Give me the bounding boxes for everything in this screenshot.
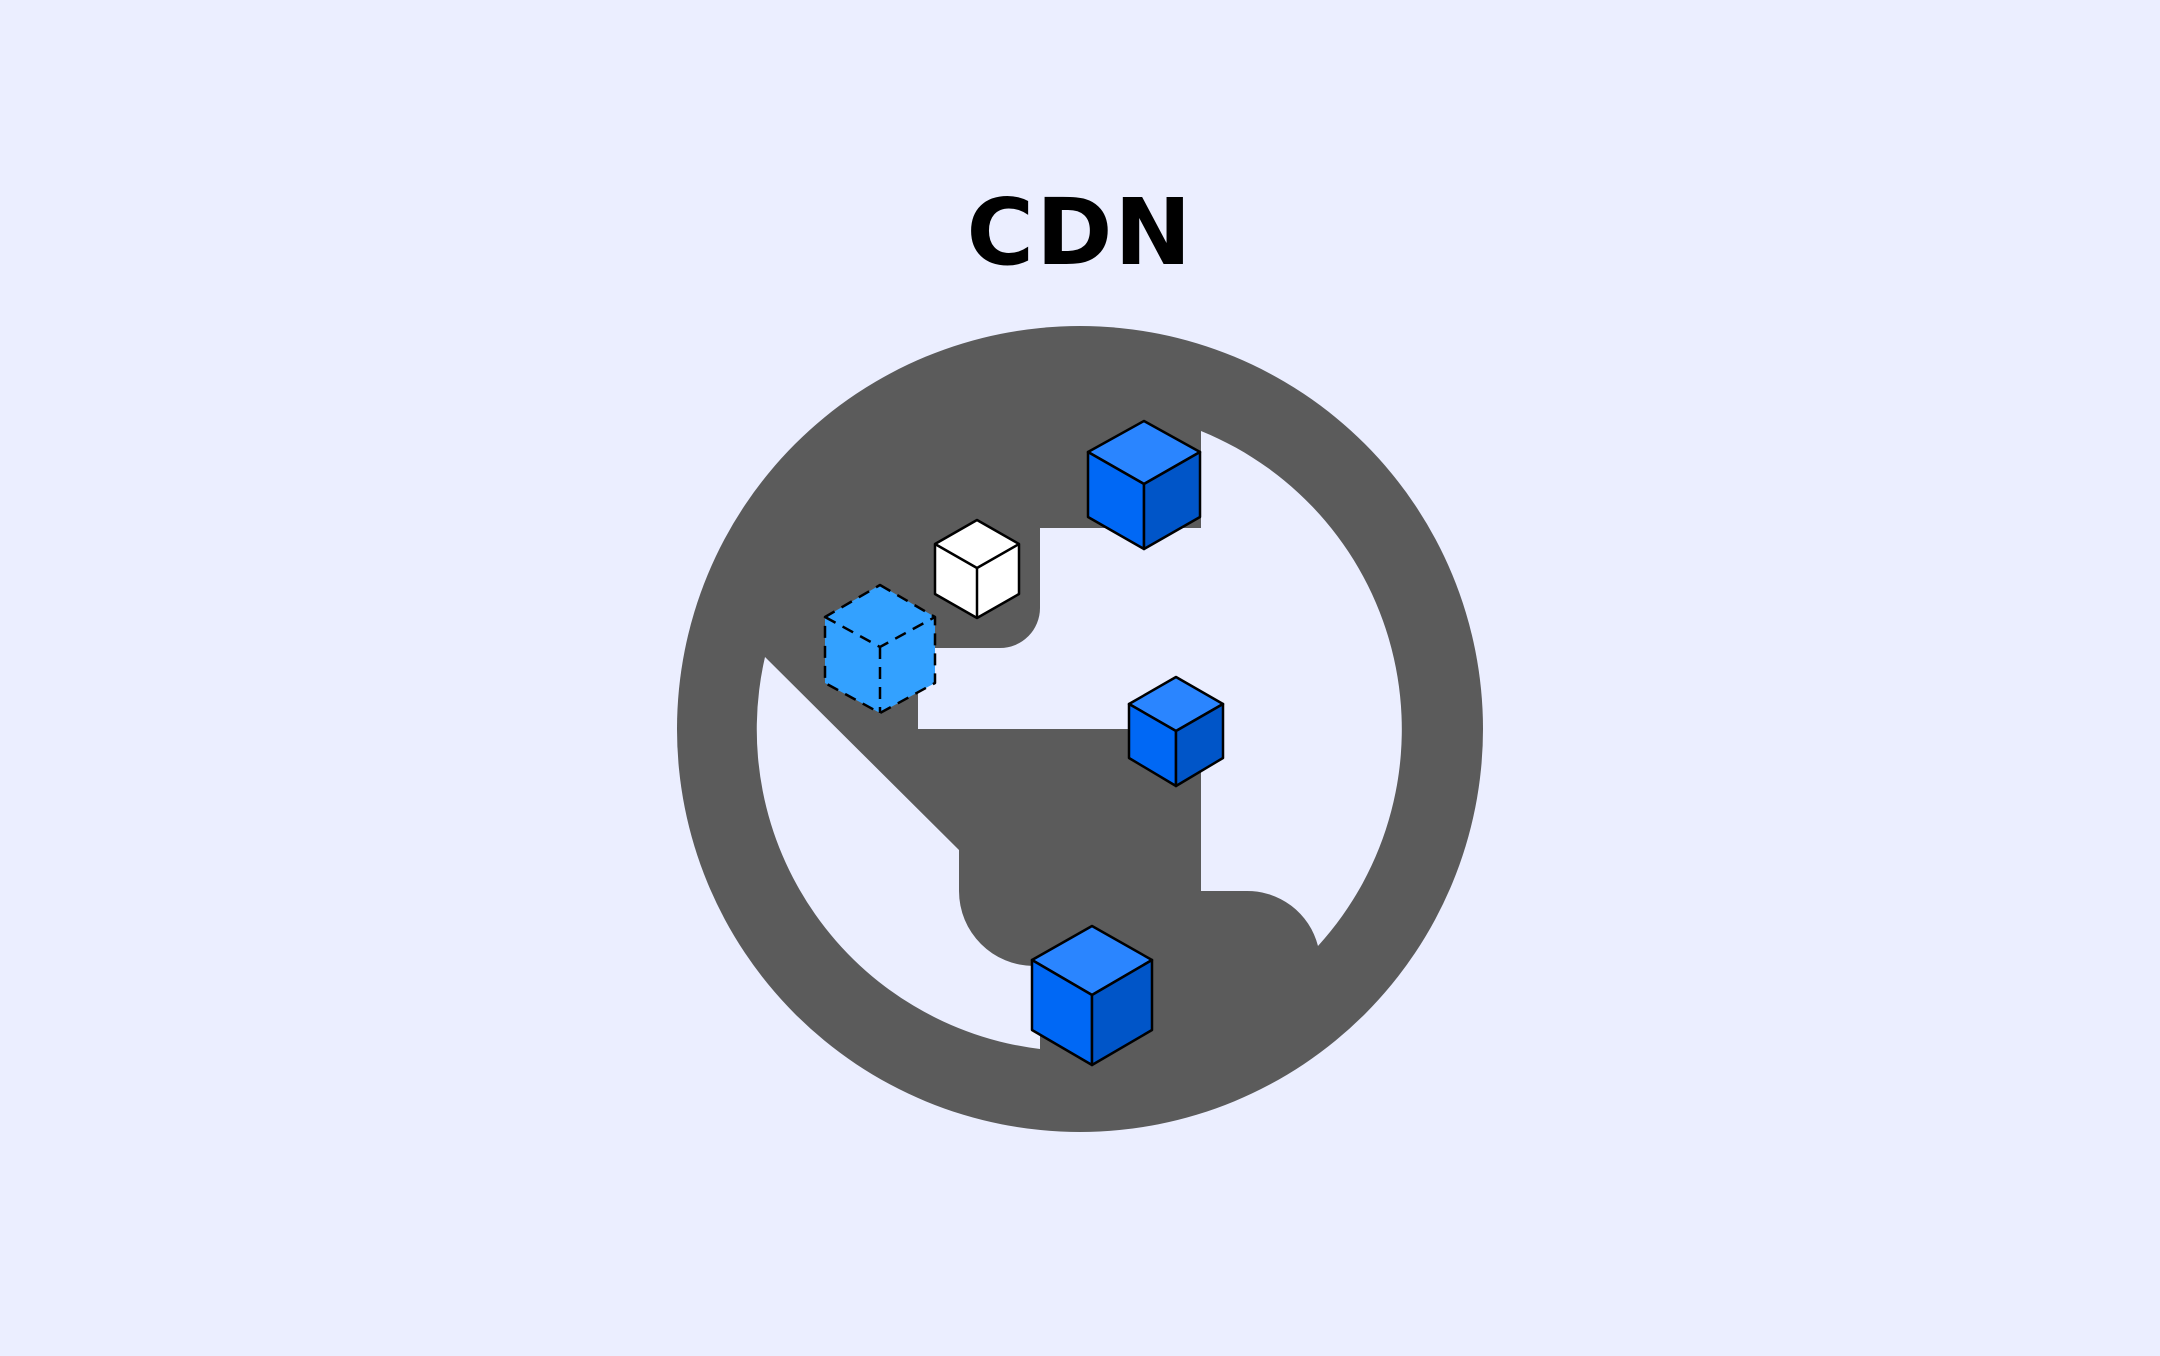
edge-server-east-cube-icon bbox=[1127, 675, 1225, 788]
diagram-title: CDN bbox=[966, 179, 1194, 286]
origin-server-cube-icon bbox=[823, 583, 937, 715]
edge-server-north-cube-icon bbox=[1086, 419, 1202, 551]
client-cube-icon bbox=[933, 518, 1021, 620]
globe-icon bbox=[677, 326, 1483, 1132]
ocean-southwest bbox=[756, 657, 1040, 1049]
edge-server-south-cube-icon bbox=[1030, 924, 1154, 1067]
